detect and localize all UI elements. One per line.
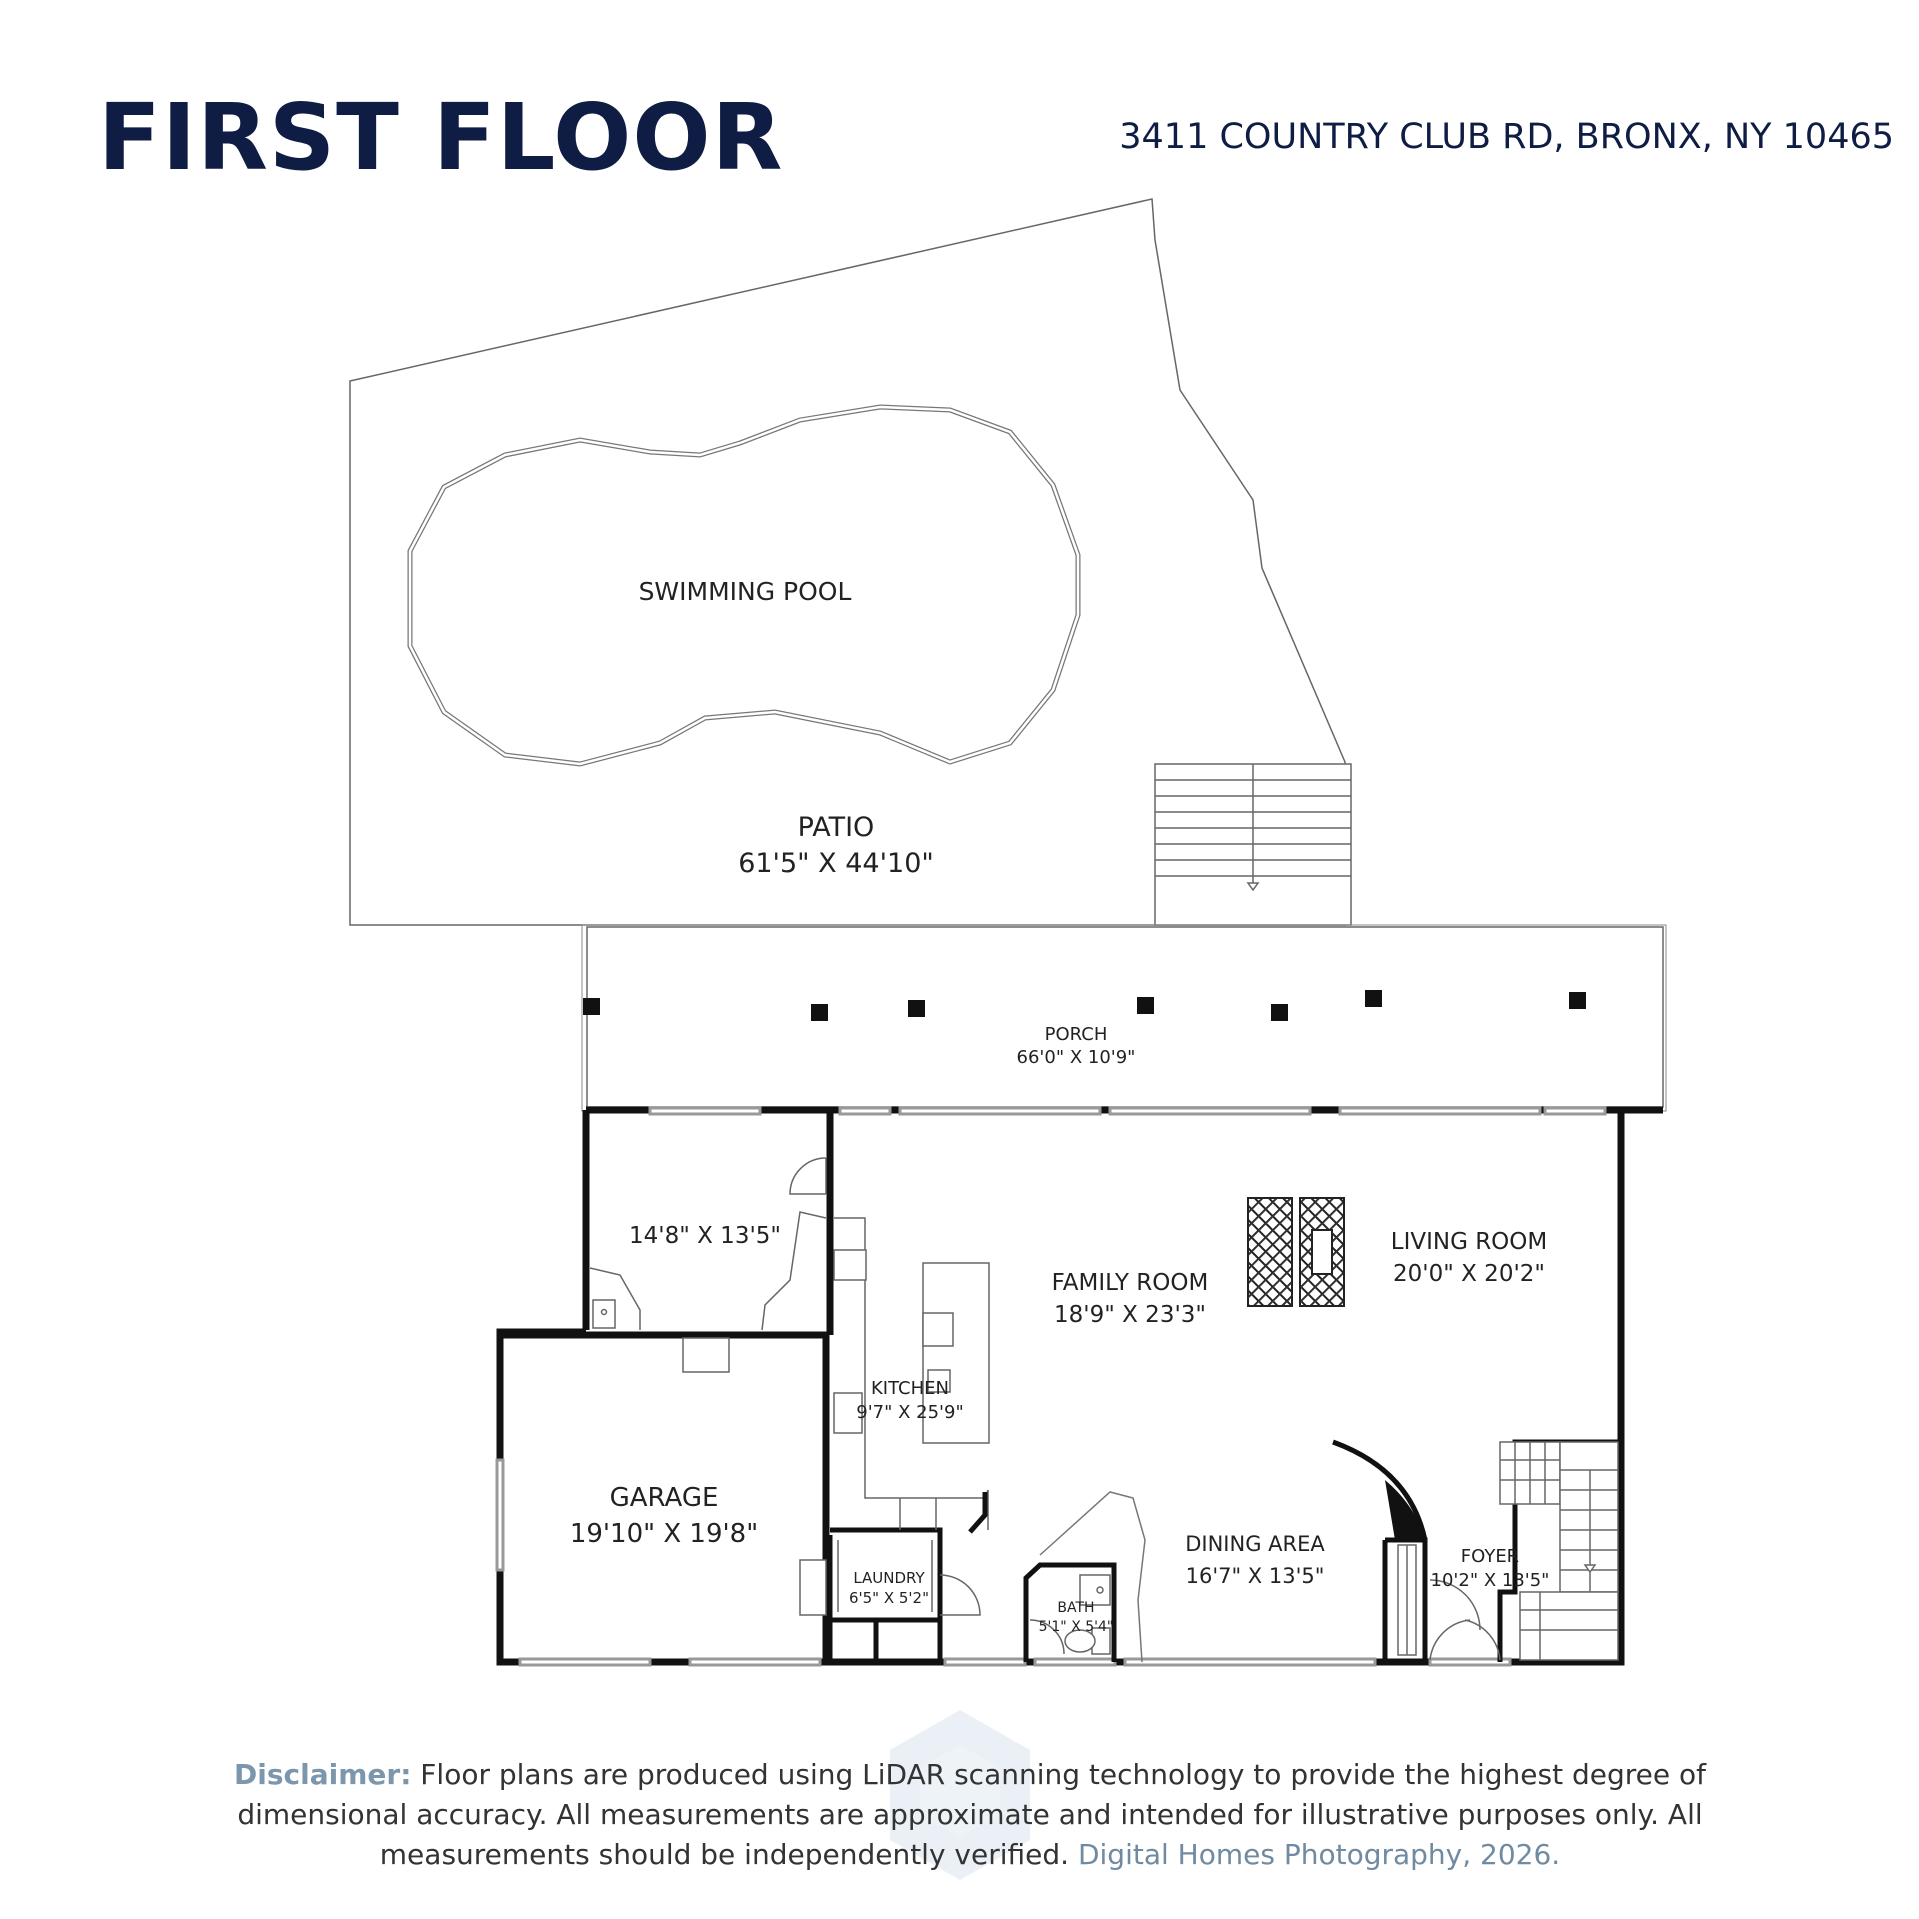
laundry-fixtures bbox=[799, 1540, 981, 1616]
living-room-dims: 20'0" X 20'2" bbox=[1393, 1261, 1545, 1287]
windows bbox=[495, 1106, 1607, 1667]
page-title: FIRST FLOOR bbox=[98, 84, 784, 191]
fireplace bbox=[1247, 1197, 1345, 1307]
kitchen-counters bbox=[833, 1217, 990, 1530]
kitchen-dims: 9'7" X 25'9" bbox=[856, 1402, 964, 1423]
porch bbox=[581, 924, 1667, 1112]
bath-fixtures bbox=[1029, 1574, 1111, 1655]
disclaimer-credit: Digital Homes Photography, 2026. bbox=[1077, 1838, 1561, 1871]
swimming-pool bbox=[407, 404, 1081, 767]
disclaimer-body: Floor plans are produced using LiDAR sca… bbox=[237, 1758, 1706, 1871]
porch-dims: 66'0" X 10'9" bbox=[1017, 1047, 1136, 1068]
foyer-dims: 10'2" X 13'5" bbox=[1431, 1570, 1550, 1591]
disclaimer-lead: Disclaimer: bbox=[234, 1758, 412, 1791]
fixtures bbox=[589, 1157, 827, 1373]
property-address: 3411 COUNTRY CLUB RD, BRONX, NY 10465 bbox=[1119, 117, 1894, 157]
bath-dims: 5'1" X 5'4" bbox=[1039, 1619, 1114, 1635]
watermark-logo bbox=[890, 1710, 1030, 1880]
foyer-stairs bbox=[1397, 1441, 1619, 1661]
pool-label: SWIMMING POOL bbox=[639, 577, 852, 606]
kitchen-label: KITCHEN bbox=[871, 1378, 949, 1399]
curved-wall bbox=[1332, 1439, 1428, 1541]
disclaimer: Disclaimer: Floor plans are produced usi… bbox=[160, 1755, 1780, 1875]
family-room-dims: 18'9" X 23'3" bbox=[1054, 1302, 1206, 1328]
family-room-label: FAMILY ROOM bbox=[1052, 1270, 1209, 1296]
garage-dims: 19'10" X 19'8" bbox=[570, 1519, 758, 1549]
patio-dims: 61'5" X 44'10" bbox=[738, 848, 934, 879]
foyer-label: FOYER bbox=[1461, 1546, 1519, 1567]
porch-label: PORCH bbox=[1045, 1024, 1108, 1045]
laundry-label: LAUNDRY bbox=[853, 1569, 925, 1587]
living-room-label: LIVING ROOM bbox=[1391, 1229, 1548, 1255]
porch-stairs bbox=[1154, 763, 1352, 926]
porch-columns bbox=[583, 990, 1586, 1021]
dining-area-dims: 16'7" X 13'5" bbox=[1186, 1564, 1325, 1588]
laundry-dims: 6'5" X 5'2" bbox=[849, 1589, 929, 1607]
kitchen-bar bbox=[968, 1492, 988, 1534]
dining-area-label: DINING AREA bbox=[1185, 1532, 1325, 1556]
unnamed-room-dims: 14'8" X 13'5" bbox=[629, 1223, 781, 1249]
bath-label: BATH bbox=[1057, 1600, 1094, 1616]
dining-boundary bbox=[1039, 1491, 1146, 1663]
patio-label: PATIO bbox=[798, 812, 875, 843]
garage-label: GARAGE bbox=[610, 1483, 719, 1513]
